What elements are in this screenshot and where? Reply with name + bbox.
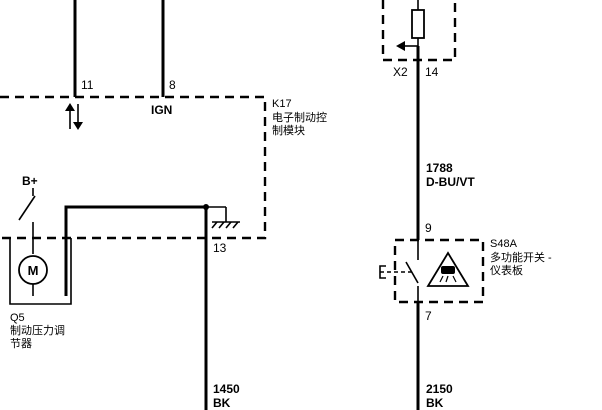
k17-ign-label: IGN (151, 103, 172, 117)
s48a-name-line1: 多功能开关 - (490, 250, 552, 264)
k17-name-line2: 制模块 (272, 124, 305, 137)
q5-modulator: B+ M Q5 制动压力调 节器 (9, 174, 209, 350)
wire-2150-color: BK (426, 396, 444, 410)
s48a-pin-9-label: 9 (425, 221, 432, 235)
q5-feed-wire (64, 205, 206, 296)
arrow-left-icon (396, 41, 405, 51)
wire-1788-color: D-BU/VT (426, 175, 475, 189)
x2-pin-label: 14 (425, 65, 439, 79)
fuse-icon (411, 9, 425, 39)
s48a-code: S48A (490, 238, 518, 250)
q5-bplus-label: B+ (22, 174, 38, 188)
k17-boundary (0, 95, 267, 240)
s48a-switch (379, 238, 485, 304)
actuator-icon (379, 265, 386, 279)
k17-pin-11-label: 11 (81, 78, 94, 92)
k17-code: K17 (272, 98, 292, 110)
q5-code: Q5 (10, 312, 25, 324)
k17-pin-8-label: 8 (169, 78, 176, 92)
s48a-pin-7-label: 7 (425, 309, 432, 323)
wire-1788-id: 1788 (426, 161, 453, 175)
q5-outline (9, 238, 72, 305)
q5-name-line1: 制动压力调 (10, 324, 65, 337)
s48a-name-line2: 仪表板 (490, 263, 523, 277)
wire-1450-color: BK (213, 396, 231, 410)
q5-switch-icon (18, 195, 36, 221)
k17-pin-13-label: 13 (213, 241, 227, 255)
traction-control-icon (426, 251, 470, 287)
q5-name-line2: 节器 (10, 337, 32, 350)
motor-label: M (28, 263, 39, 278)
serial-data-arrows-icon (65, 103, 83, 130)
k17-name-line1: 电子制动控 (272, 110, 327, 124)
x2-connector-label: X2 (393, 65, 408, 79)
k17-module: 11 8 IGN K17 电子制动控 制模块 (0, 0, 327, 240)
wire-2150-id: 2150 (426, 382, 453, 396)
ground-icon (206, 206, 240, 229)
wire-1450-id: 1450 (213, 382, 240, 396)
